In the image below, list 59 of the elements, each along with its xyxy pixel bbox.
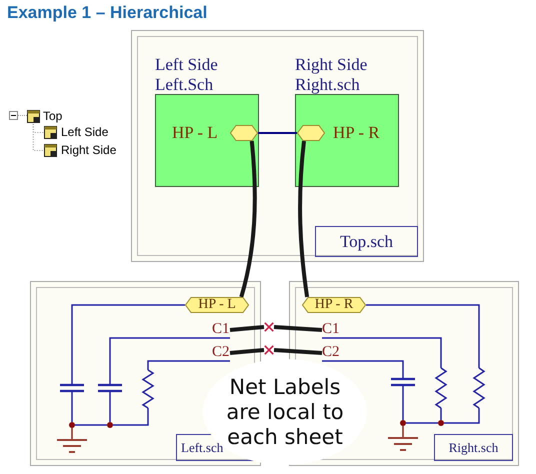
wire bbox=[147, 360, 230, 370]
wire bbox=[71, 304, 185, 384]
title-block: Top.sch bbox=[315, 226, 418, 257]
sheet-frame bbox=[131, 30, 424, 262]
port-name: HP - R bbox=[333, 124, 380, 142]
resistor-symbol bbox=[473, 368, 485, 408]
net-label: C2 bbox=[322, 345, 340, 361]
capacitor-symbol bbox=[98, 384, 122, 392]
wire bbox=[322, 337, 442, 368]
port-label: HP - R bbox=[302, 297, 366, 313]
capacitor-symbol bbox=[60, 384, 84, 392]
port-label: HP - L bbox=[185, 297, 249, 313]
wire bbox=[258, 132, 297, 134]
wire bbox=[71, 428, 73, 439]
tree-item-label: Top bbox=[43, 109, 62, 124]
wire bbox=[366, 304, 480, 368]
connector-line bbox=[274, 348, 322, 355]
wire bbox=[402, 426, 404, 437]
wire bbox=[113, 408, 149, 426]
wire bbox=[406, 422, 438, 424]
cross-icon bbox=[264, 345, 274, 355]
port-hexagon bbox=[230, 125, 258, 141]
connector-line bbox=[274, 325, 322, 332]
resistor-symbol bbox=[142, 370, 154, 408]
junction-dot bbox=[69, 422, 75, 428]
tree-line bbox=[32, 124, 44, 151]
junction-dot bbox=[107, 422, 113, 428]
wire bbox=[109, 392, 111, 422]
connector-line bbox=[230, 348, 264, 355]
ground-symbol bbox=[388, 437, 418, 451]
title: Example 1 – Hierarchical bbox=[7, 3, 208, 23]
connector-line bbox=[239, 140, 257, 298]
cross-icon bbox=[264, 322, 274, 332]
junction-dot bbox=[400, 420, 406, 426]
title-block: Right.sch bbox=[434, 434, 513, 461]
connector-line bbox=[230, 325, 264, 332]
file-name: Right.sch bbox=[295, 76, 360, 94]
net-label: C2 bbox=[212, 345, 230, 361]
junction-dot bbox=[438, 420, 444, 426]
sheet-name: Left Side bbox=[155, 56, 218, 74]
net-label: C1 bbox=[212, 322, 230, 338]
tree-item-label: Left Side bbox=[61, 125, 108, 140]
wire bbox=[322, 360, 404, 378]
connector-line bbox=[298, 140, 310, 298]
tree-item-label: Right Side bbox=[61, 143, 116, 158]
resistor-symbol bbox=[435, 368, 447, 408]
capacitor-symbol bbox=[391, 378, 415, 386]
net-label: C1 bbox=[322, 322, 340, 338]
wire bbox=[444, 408, 480, 424]
wire bbox=[440, 408, 442, 420]
port-name: HP - L bbox=[172, 124, 218, 142]
wire bbox=[75, 424, 107, 426]
wire bbox=[71, 392, 73, 422]
file-name: Left.Sch bbox=[155, 76, 214, 94]
wire bbox=[109, 337, 230, 384]
sheet-name: Right Side bbox=[295, 56, 368, 74]
wire bbox=[402, 386, 404, 420]
ground-symbol bbox=[57, 439, 87, 453]
port-hexagon bbox=[297, 125, 325, 141]
